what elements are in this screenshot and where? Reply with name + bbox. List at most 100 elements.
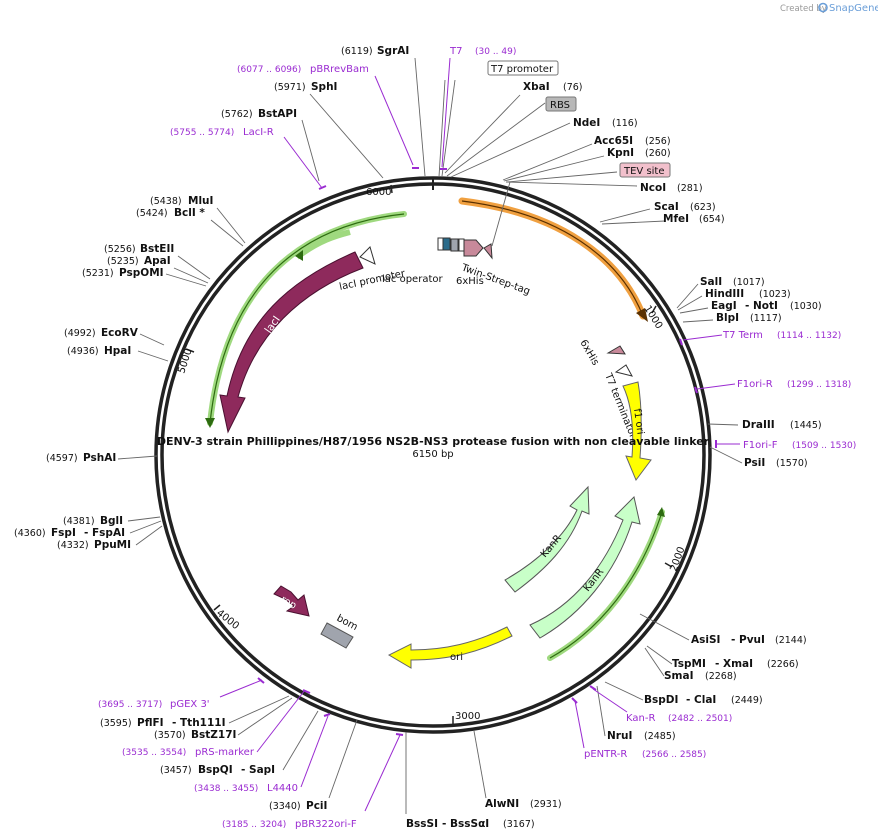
enzyme-bstz17i[interactable]: BstZ17I xyxy=(191,729,236,741)
lacI-promoter-arrow xyxy=(359,246,376,265)
enzyme-pspomi[interactable]: PspOMI xyxy=(119,267,164,279)
primer-pos-f1orir: (1299 .. 1318) xyxy=(787,380,851,390)
enzyme-pos-alwni: (2931) xyxy=(530,799,562,810)
enzyme-bspqi[interactable]: BspQI xyxy=(198,764,233,776)
primer-l4440[interactable]: L4440 xyxy=(267,783,298,794)
primer-pos-prsmarker: (3535 .. 3554) xyxy=(122,748,186,758)
primer-t7[interactable]: T7 xyxy=(449,46,462,57)
lacI-feature xyxy=(219,251,364,434)
primer-pbrrevbam[interactable]: pBRrevBam xyxy=(310,64,369,75)
enzyme-pos-bspqi: (3457) xyxy=(160,765,192,776)
tick-label-5000: 5000 xyxy=(176,347,194,375)
enzyme-mfei[interactable]: MfeI xyxy=(663,213,689,225)
enzyme-apai[interactable]: ApaI xyxy=(144,255,171,267)
primer-f1orir[interactable]: F1ori-R xyxy=(737,379,773,390)
primer-prsmarker[interactable]: pRS-marker xyxy=(195,747,255,758)
primer-pbr322orif[interactable]: pBR322ori-F xyxy=(295,819,357,830)
enzyme-pos-ncoi: (281) xyxy=(677,183,703,194)
enzyme-psii[interactable]: PsiI xyxy=(744,457,765,469)
enzyme-pos-sgrai: (6119) xyxy=(341,46,373,57)
orf-arc-line xyxy=(461,200,644,317)
enzyme-draiii[interactable]: DraIII xyxy=(742,419,775,431)
enzyme-mlui[interactable]: MluI xyxy=(188,195,213,207)
enzyme-hindiii[interactable]: HindIII xyxy=(705,288,744,300)
enzyme-fspi[interactable]: FspI xyxy=(51,527,76,539)
his-tag-feature xyxy=(463,239,484,257)
enzyme-pos-bsssai: (3167) xyxy=(503,819,535,830)
ori-label: ori xyxy=(450,652,463,663)
rbs-tag xyxy=(545,96,577,112)
enzyme-xbai[interactable]: XbaI xyxy=(523,81,550,93)
enzyme-pcii[interactable]: PciI xyxy=(306,800,327,812)
primer-pgex3[interactable]: pGEX 3' xyxy=(170,699,210,710)
enzyme-asisi[interactable]: AsiSI xyxy=(691,634,720,646)
enzyme-bspdi[interactable]: BspDI xyxy=(644,694,678,706)
enzyme-pos-noti: (1030) xyxy=(790,301,822,312)
enzyme-bcli[interactable]: BclI * xyxy=(174,207,205,219)
primer-pos-pbr322orif: (3185 .. 3204) xyxy=(222,820,286,830)
enzyme-sphi[interactable]: SphI xyxy=(311,81,337,93)
enzyme-ppumi[interactable]: PpuMI xyxy=(94,539,131,551)
enzyme-bsssi[interactable]: BssSI xyxy=(406,818,438,830)
enzyme-kpni[interactable]: KpnI xyxy=(607,147,634,159)
enzyme-noti[interactable]: - NotI xyxy=(745,300,778,312)
enzyme-pshai[interactable]: PshAI xyxy=(83,452,116,464)
enzyme-bgli[interactable]: BglI xyxy=(100,515,123,527)
enzyme-pflfi[interactable]: PflFI xyxy=(137,717,164,729)
primer-pentrr[interactable]: pENTR-R xyxy=(584,749,627,760)
primer-pos-f1orif: (1509 .. 1530) xyxy=(792,441,856,451)
enzyme-sali[interactable]: SalI xyxy=(700,276,722,288)
rbs-tag-label: RBS xyxy=(550,100,570,111)
enzyme-pos-pshai: (4597) xyxy=(46,453,78,464)
enzyme-clai[interactable]: - ClaI xyxy=(686,694,716,706)
enzyme-tspmi[interactable]: TspMI xyxy=(672,658,706,670)
enzyme-xmai[interactable]: - XmaI xyxy=(715,658,753,670)
enzyme-tth111i[interactable]: - Tth111I xyxy=(172,717,226,729)
enzyme-pos-hpai: (4936) xyxy=(67,346,99,357)
leader-lines xyxy=(117,57,743,814)
twin-strep-feature xyxy=(483,243,493,260)
t7-promoter-tag-label: T7 promoter xyxy=(490,64,554,75)
primer-pos-t7term: (1114 .. 1132) xyxy=(777,331,841,341)
enzyme-ecorv[interactable]: EcoRV xyxy=(101,327,139,339)
enzyme-bsssai[interactable]: - BssSαI xyxy=(442,818,489,830)
enzyme-ncoi[interactable]: NcoI xyxy=(640,182,666,194)
enzyme-pos-acc65i: (256) xyxy=(645,136,671,147)
primer-f1orif[interactable]: F1ori-F xyxy=(743,440,778,451)
enzyme-acc65i[interactable]: Acc65I xyxy=(594,135,633,147)
tick-label-3000: 3000 xyxy=(455,711,480,722)
snapgene-logo-icon xyxy=(818,2,828,13)
enzyme-bsteii[interactable]: BstEII xyxy=(140,243,174,255)
enzyme-alwni[interactable]: AlwNI xyxy=(485,798,519,810)
primer-pos-lacir: (5755 .. 5774) xyxy=(170,128,234,138)
enzyme-scai[interactable]: ScaI xyxy=(654,201,679,213)
primer-t7term[interactable]: T7 Term xyxy=(722,330,763,341)
primer-pos-pgex3: (3695 .. 3717) xyxy=(98,700,162,710)
lacI-arc-arrow xyxy=(205,418,215,428)
primer-lacir[interactable]: LacI-R xyxy=(243,127,274,138)
enzyme-fspai[interactable]: - FspAI xyxy=(84,527,125,539)
enzyme-blpi[interactable]: BlpI xyxy=(716,312,739,324)
primer-pos-t7: (30 .. 49) xyxy=(475,47,516,57)
enzyme-nrui[interactable]: NruI xyxy=(607,730,632,742)
enzyme-eagi[interactable]: EagI xyxy=(711,300,737,312)
enzyme-pos-pvui: (2144) xyxy=(775,635,807,646)
his-label-2: 6xHis xyxy=(577,338,600,368)
enzyme-smai[interactable]: SmaI xyxy=(664,670,694,682)
enzyme-sapi[interactable]: - SapI xyxy=(241,764,275,776)
enzyme-sgrai[interactable]: SgrAI xyxy=(377,45,409,57)
enzyme-ndei[interactable]: NdeI xyxy=(573,117,600,129)
enzyme-bstapi[interactable]: BstAPI xyxy=(258,108,297,120)
enzyme-labels-left: (6119) SgrAI (5971) SphI (5762) BstAPI (… xyxy=(14,45,562,830)
enzyme-hpai[interactable]: HpaI xyxy=(104,345,131,357)
enzyme-pvui[interactable]: - PvuI xyxy=(731,634,765,646)
t7-promoter-tag xyxy=(487,60,559,76)
primer-pos-l4440: (3438 .. 3455) xyxy=(194,784,258,794)
enzyme-pos-scai: (623) xyxy=(690,202,716,213)
tev-site-tag-label: TEV site xyxy=(623,166,665,177)
primer-kanr[interactable]: Kan-R xyxy=(626,713,655,724)
rbs-feature xyxy=(450,238,459,252)
enzyme-pos-ppumi: (4332) xyxy=(57,540,89,551)
enzyme-pos-apai: (5235) xyxy=(107,256,139,267)
